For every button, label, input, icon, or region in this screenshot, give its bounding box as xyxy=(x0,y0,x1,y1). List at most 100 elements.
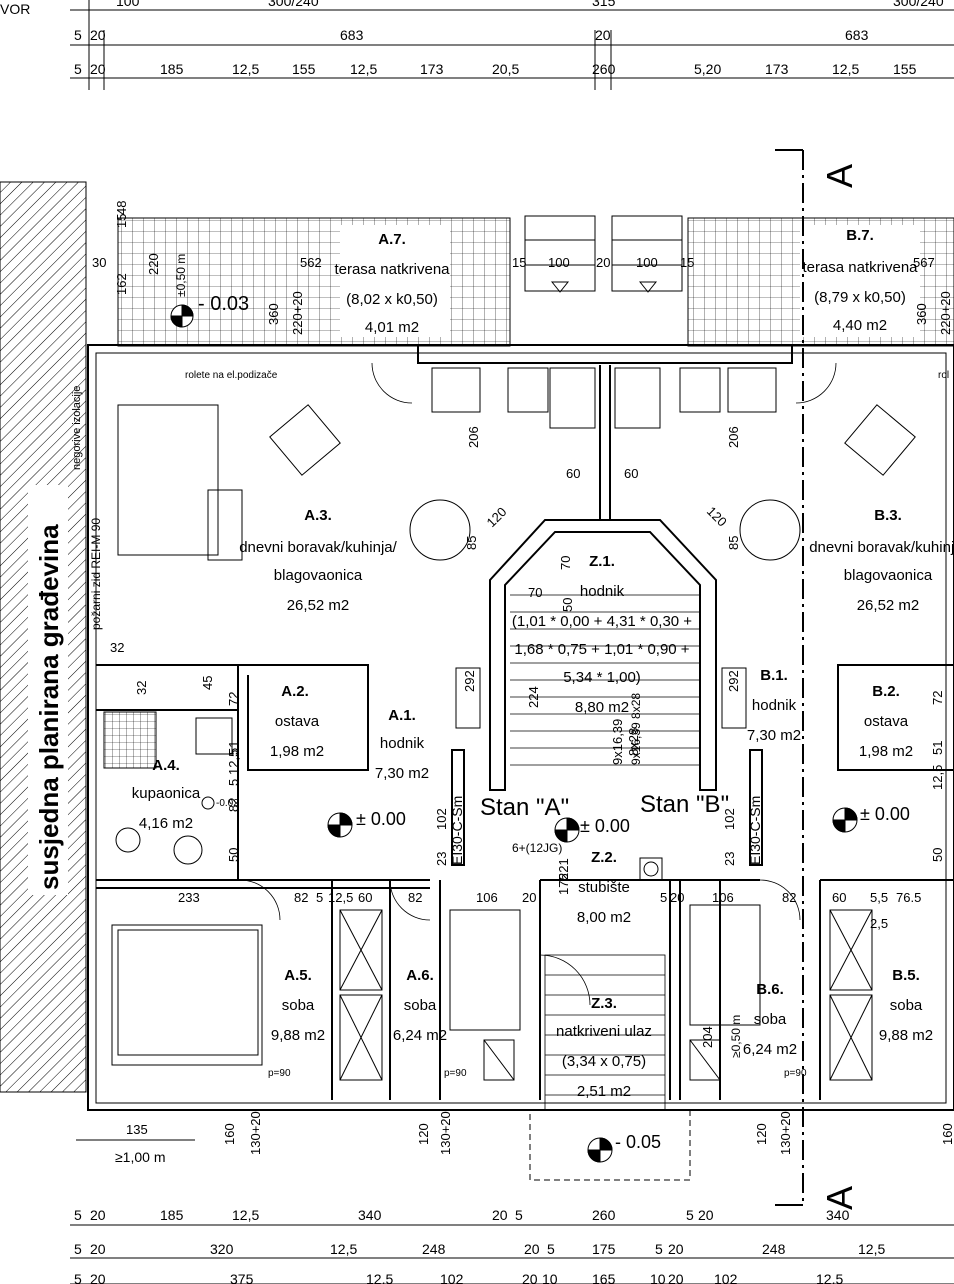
dim: 221 xyxy=(556,858,571,880)
dim: 51 xyxy=(226,741,241,755)
level-markers xyxy=(170,304,858,1163)
room-formula: (8,02 x k0,50) xyxy=(346,291,438,308)
dim: 120 xyxy=(704,504,730,530)
room-name: kupaonica xyxy=(132,785,201,802)
room-name: natkriveni ulaz xyxy=(556,1023,652,1040)
room-code: B.1. xyxy=(760,667,788,684)
level-floor-a: ± 0.00 xyxy=(356,809,406,829)
dim: 185 xyxy=(160,61,184,77)
room-code: Z.1. xyxy=(589,553,615,570)
dim: 360 xyxy=(914,303,929,325)
room-code: A.4. xyxy=(152,757,180,774)
dim: 50 xyxy=(226,848,241,862)
dim: 5 xyxy=(660,890,667,905)
walls xyxy=(87,344,954,1111)
dim: 85 xyxy=(464,536,479,550)
bottom-dimension-row3: 5 20 375 12,5 102 20 10 165 10 20 102 12… xyxy=(74,1271,843,1284)
dim: 12,5 xyxy=(232,61,259,77)
p90-label: p=90 xyxy=(268,1068,291,1079)
dim: 23 xyxy=(722,852,737,866)
room-name: terasa natkrivena xyxy=(334,261,450,278)
dim: 20 xyxy=(668,1271,684,1284)
dim: 85 xyxy=(726,536,741,550)
dim: 72 xyxy=(930,691,945,705)
room-code: B.2. xyxy=(872,683,900,700)
bottom-dimension-row1: 5 20 185 12,5 340 20 5 260 5 20 340 xyxy=(74,1207,850,1223)
room-area: 1,98 m2 xyxy=(270,743,324,760)
dim: 2,5 xyxy=(870,916,888,931)
top-dimension-row1: 100 300/240 315 300/240 xyxy=(116,0,944,9)
dim: 120 xyxy=(484,504,510,530)
apartment-b-label: Stan "B" xyxy=(640,791,729,818)
room-area: 9,88 m2 xyxy=(271,1027,325,1044)
dim: 70 xyxy=(558,556,573,570)
room-a4: A.4. kupaonica 4,16 m2 xyxy=(132,757,201,832)
dim: 20,5 xyxy=(492,61,519,77)
dim: 155 xyxy=(292,61,316,77)
dim: 100 xyxy=(548,255,570,270)
dim: 5 xyxy=(515,1207,523,1223)
bottom-dimension-lines xyxy=(70,1139,954,1284)
room-a1: A.1. hodnik 7,30 m2 xyxy=(375,707,429,782)
dim: 102 xyxy=(440,1271,464,1284)
room-b6: B.6. soba 6,24 m2 xyxy=(743,981,797,1058)
room-area: 4,16 m2 xyxy=(139,815,193,832)
room-a7: A.7. terasa natkrivena (8,02 x k0,50) 4,… xyxy=(334,231,450,336)
dim: 20 xyxy=(524,1241,540,1257)
room-area: 26,52 m2 xyxy=(287,597,350,614)
dim: 292 xyxy=(462,670,477,692)
room-name: blagovaonica xyxy=(844,567,933,584)
dim: 120 xyxy=(754,1123,769,1145)
dim: 30 xyxy=(92,255,106,270)
dim: 173 xyxy=(420,61,444,77)
dim: 82 xyxy=(408,890,422,905)
fire-door-b: EI30-C-Sm xyxy=(747,796,763,865)
room-code: A.1. xyxy=(388,707,416,724)
dim: 340 xyxy=(358,1207,382,1223)
room-z2: Z.2. stubište 8,00 m2 xyxy=(577,849,631,926)
dim: 175 xyxy=(592,1241,616,1257)
dim: 106 xyxy=(476,890,498,905)
dim: 220+20 xyxy=(290,291,305,335)
dim: 51 xyxy=(930,741,945,755)
dim: 220+20 xyxy=(938,291,953,335)
dim: 106 xyxy=(712,890,734,905)
dim: 32 xyxy=(110,640,124,655)
dim: 102 xyxy=(714,1271,738,1284)
room-name: ostava xyxy=(275,713,320,730)
dim: 15 xyxy=(114,214,129,228)
note-050: ≥0,50 m xyxy=(729,1015,743,1058)
top-dimension-row2: 5 20 683 20 683 xyxy=(74,27,869,43)
dim: 20 xyxy=(595,27,611,43)
room-formula: (3,34 x 0,75) xyxy=(562,1053,646,1070)
room-name: soba xyxy=(404,997,437,1014)
dim: 50 xyxy=(560,598,575,612)
dim: 32 xyxy=(134,681,149,695)
top-dimension-row3: 5 20 185 12,5 155 12,5 173 20,5 260 5,20… xyxy=(74,61,917,77)
dim: 567 xyxy=(913,255,935,270)
dim: 8x28 xyxy=(626,728,641,756)
room-code: A.7. xyxy=(378,231,406,248)
room-formula: 5,34 * 1,00) xyxy=(563,669,641,686)
top-dimension-lines xyxy=(70,0,954,90)
dim: 5 xyxy=(686,1207,694,1223)
room-area: 7,30 m2 xyxy=(375,765,429,782)
dim: 15 xyxy=(512,255,526,270)
dim: 162 xyxy=(114,273,129,295)
room-b2: B.2. ostava 1,98 m2 xyxy=(859,683,913,760)
dim: 12,5 xyxy=(232,1207,259,1223)
room-name: blagovaonica xyxy=(274,567,363,584)
dim: 360 xyxy=(266,303,281,325)
room-code: A.6. xyxy=(406,967,434,984)
entrance-landing xyxy=(529,1109,691,1181)
room-a5: A.5. soba 9,88 m2 xyxy=(271,967,325,1044)
dim: 260 xyxy=(592,61,616,77)
room-area: 6,24 m2 xyxy=(743,1041,797,1058)
room-name: hodnik xyxy=(580,583,625,600)
note-1m: ≥1,00 m xyxy=(115,1149,165,1165)
dim: 320 xyxy=(210,1241,234,1257)
dim: 5 xyxy=(316,890,323,905)
dim: 20 xyxy=(596,255,610,270)
dim: 20 xyxy=(90,27,106,43)
dim: 5 xyxy=(547,1241,555,1257)
